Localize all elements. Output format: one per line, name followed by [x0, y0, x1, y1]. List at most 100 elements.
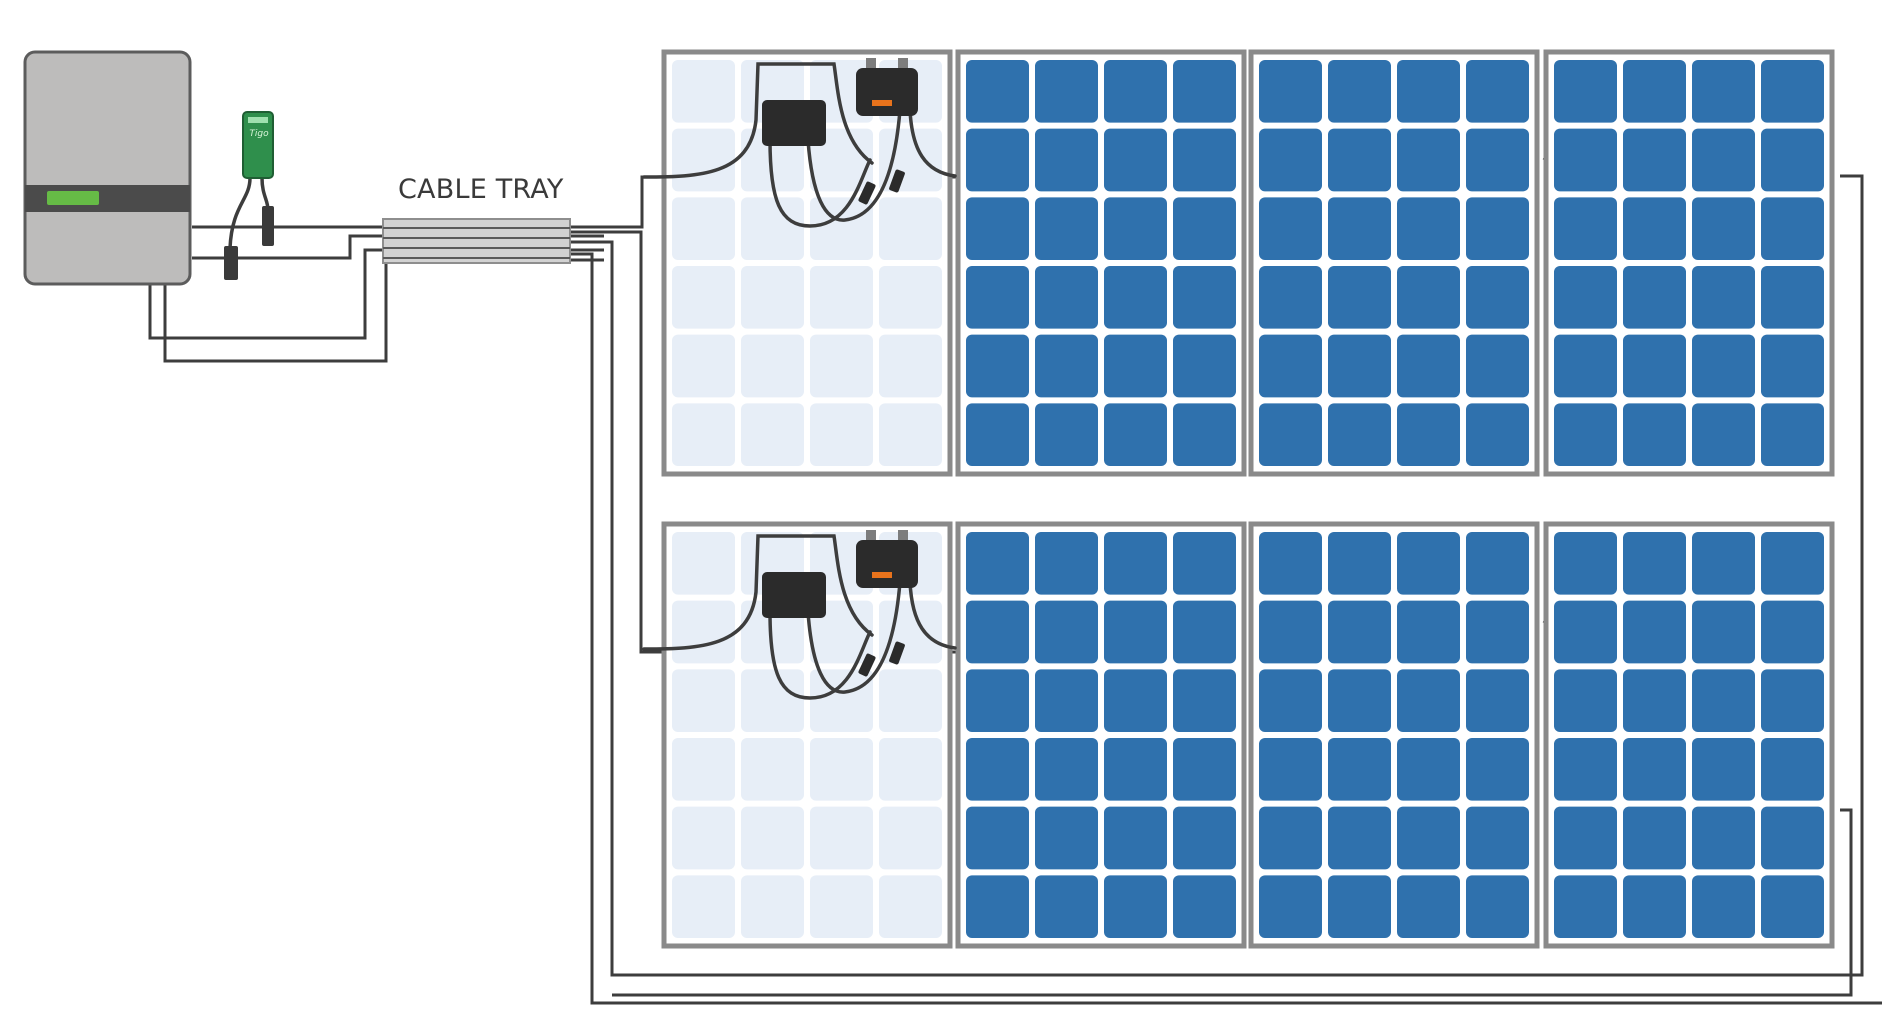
panel-cell [672, 403, 735, 466]
panel-cell [1104, 532, 1167, 595]
mc4-connector-icon [889, 641, 905, 665]
panel-cell [1173, 128, 1236, 192]
panel-cell [1259, 60, 1322, 123]
panel-cell [1328, 532, 1391, 595]
panel-cell [1761, 738, 1824, 801]
junction-box-icon [762, 100, 826, 146]
solar-panel-active [1543, 49, 1835, 477]
solar-panel-active [955, 49, 1247, 477]
panel-cell [1761, 197, 1824, 260]
panel-cell [1554, 532, 1617, 595]
inverter-body [23, 50, 192, 286]
panel-cell [1104, 669, 1167, 732]
panel-cell [1761, 403, 1824, 466]
panel-cell [1259, 334, 1322, 398]
panel-cell [1259, 738, 1322, 801]
panel-cell [1692, 334, 1755, 398]
panel-cell [1397, 600, 1460, 664]
solar-panel-active [1248, 49, 1540, 477]
panel-cell [1035, 334, 1098, 398]
panel-cell [879, 738, 942, 801]
panel-cell [1173, 600, 1236, 664]
panel-cell [1035, 266, 1098, 329]
panel-cell [741, 738, 804, 801]
inverter-icon [23, 50, 192, 286]
panel-cell [879, 128, 942, 192]
panel-cell [1623, 266, 1686, 329]
panel-cell [1554, 600, 1617, 664]
junction-lead [642, 534, 874, 651]
panel-cell [810, 806, 873, 870]
panel-cell [1173, 806, 1236, 870]
junction-box-icon [762, 572, 826, 618]
panel-cell [1554, 334, 1617, 398]
panel-cell [1104, 403, 1167, 466]
panel-cell [879, 669, 942, 732]
panel-cell [1173, 669, 1236, 732]
panel-cell [879, 403, 942, 466]
panel-cell [1173, 403, 1236, 466]
panel-cell [1328, 600, 1391, 664]
panel-cell [1104, 60, 1167, 123]
panel-cell [879, 334, 942, 398]
panel-cell [1623, 532, 1686, 595]
panel-cell [1692, 128, 1755, 192]
panel-cell [1104, 600, 1167, 664]
panel-cell [1328, 738, 1391, 801]
optimizer-lead [908, 108, 957, 178]
panel-cell [1554, 266, 1617, 329]
panel-cell [1761, 875, 1824, 938]
panel-cell [1692, 532, 1755, 595]
optimizer-terminal [866, 530, 876, 544]
panel-cell [1397, 738, 1460, 801]
panel-cell [1397, 806, 1460, 870]
panel-cell [1761, 806, 1824, 870]
panel-cell [1328, 60, 1391, 123]
panel-cell [1397, 532, 1460, 595]
optimizer-lead [806, 580, 902, 694]
panel-cell [810, 738, 873, 801]
cable-tray [382, 218, 571, 264]
panel-cell [1035, 60, 1098, 123]
panel-cell [966, 128, 1029, 192]
transmitter-lead [228, 176, 252, 250]
panel-cell [966, 266, 1029, 329]
solar-array [661, 49, 1835, 949]
panel-cell [1623, 403, 1686, 466]
panel-cell [1328, 669, 1391, 732]
panel-cell [966, 197, 1029, 260]
mc4-connector-icon [224, 246, 238, 280]
panel-cell [1623, 334, 1686, 398]
wire-6 [570, 174, 1864, 977]
panel-cell [1623, 60, 1686, 123]
panel-cell [1328, 334, 1391, 398]
optimizer-lead [768, 138, 872, 228]
panel-cell [1397, 197, 1460, 260]
panel-cell [1466, 266, 1529, 329]
solar-panel-active [1543, 521, 1835, 949]
panel-cell [672, 738, 735, 801]
panel-cell [672, 532, 735, 595]
panel-cell [1554, 128, 1617, 192]
panel-cell [1397, 875, 1460, 938]
panel-cell [672, 806, 735, 870]
panel-cell [1328, 266, 1391, 329]
panel-cell [1692, 403, 1755, 466]
mc4-connector-icon [858, 653, 876, 677]
panel-cell [1554, 669, 1617, 732]
panel-cell [1692, 266, 1755, 329]
transmitter-icon [224, 111, 274, 280]
panel-cell [1623, 669, 1686, 732]
panel-cell [1692, 60, 1755, 123]
panel-cell [1035, 806, 1098, 870]
panel-cell [1173, 197, 1236, 260]
mc4-connector-icon [858, 181, 876, 205]
panel-cell [1466, 334, 1529, 398]
panel-cell [1554, 60, 1617, 123]
wire-8 [612, 808, 1853, 997]
panel-cell [1173, 738, 1236, 801]
panel-devices [642, 58, 957, 700]
panel-cell [1466, 806, 1529, 870]
transmitter-body [242, 111, 274, 179]
panel-cell [1466, 128, 1529, 192]
